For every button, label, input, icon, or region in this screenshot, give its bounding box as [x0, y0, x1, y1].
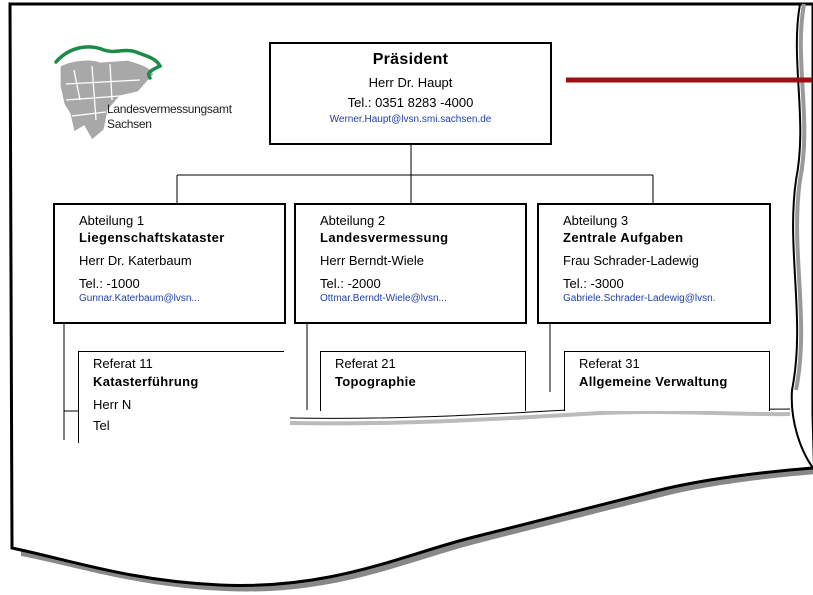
president-phone: Tel.: 0351 8283 -4000 — [347, 95, 474, 110]
department-box-2: Abteilung 2 Landesvermessung Herr Berndt… — [294, 203, 527, 324]
department-name: Zentrale Aufgaben — [563, 230, 684, 245]
right-torn-shadow — [794, 3, 807, 391]
referat-box-11: Referat 11 Katasterführung Herr N Tel — [78, 351, 284, 443]
department-head: Herr Dr. Katerbaum — [79, 253, 192, 268]
president-name: Herr Dr. Haupt — [368, 75, 453, 90]
department-name: Landesvermessung — [320, 230, 449, 245]
department-head: Frau Schrader-Ladewig — [563, 253, 699, 268]
department-email[interactable]: Ottmar.Berndt-Wiele@lvsn... — [320, 293, 447, 304]
department-name: Liegenschaftskataster — [79, 230, 225, 245]
right-torn-edge — [790, 3, 813, 469]
referat-box-21: Referat 21 Topographie — [320, 351, 526, 411]
president-box: Präsident Herr Dr. Haupt Tel.: 0351 8283… — [269, 42, 552, 145]
department-email[interactable]: Gabriele.Schrader-Ladewig@lvsn. — [563, 293, 716, 304]
department-box-3: Abteilung 3 Zentrale Aufgaben Frau Schra… — [537, 203, 771, 324]
referat-number: Referat 31 — [579, 356, 640, 371]
logo-line2: Sachsen — [107, 117, 152, 131]
referat-head: Herr N — [93, 397, 132, 412]
department-head: Herr Berndt-Wiele — [320, 253, 425, 268]
referat-number: Referat 11 — [93, 356, 153, 371]
referat-phone: Tel — [93, 418, 110, 433]
president-title: Präsident — [372, 51, 449, 68]
department-number: Abteilung 1 — [79, 213, 145, 228]
department-box-1: Abteilung 1 Liegenschaftskataster Herr D… — [53, 203, 286, 324]
referat-number: Referat 21 — [335, 356, 396, 371]
department-phone: Tel.: -3000 — [563, 276, 624, 291]
referat-name: Allgemeine Verwaltung — [579, 374, 728, 389]
department-phone: Tel.: -1000 — [79, 276, 140, 291]
logo-line1: Landesvermessungsamt — [107, 102, 232, 116]
department-number: Abteilung 2 — [320, 213, 386, 228]
department-email[interactable]: Gunnar.Katerbaum@lvsn... — [79, 293, 200, 304]
referat-name: Topographie — [335, 374, 417, 389]
logo-text: Landesvermessungsamt Sachsen — [107, 102, 232, 132]
torn-shadow — [289, 410, 791, 426]
department-phone: Tel.: -2000 — [320, 276, 381, 291]
president-email[interactable]: Werner.Haupt@lvsn.smi.sachsen.de — [329, 114, 492, 125]
logo-map-icon — [54, 45, 163, 141]
referat-name: Katasterführung — [93, 374, 199, 389]
department-number: Abteilung 3 — [563, 213, 629, 228]
referat-box-31: Referat 31 Allgemeine Verwaltung — [564, 351, 770, 411]
